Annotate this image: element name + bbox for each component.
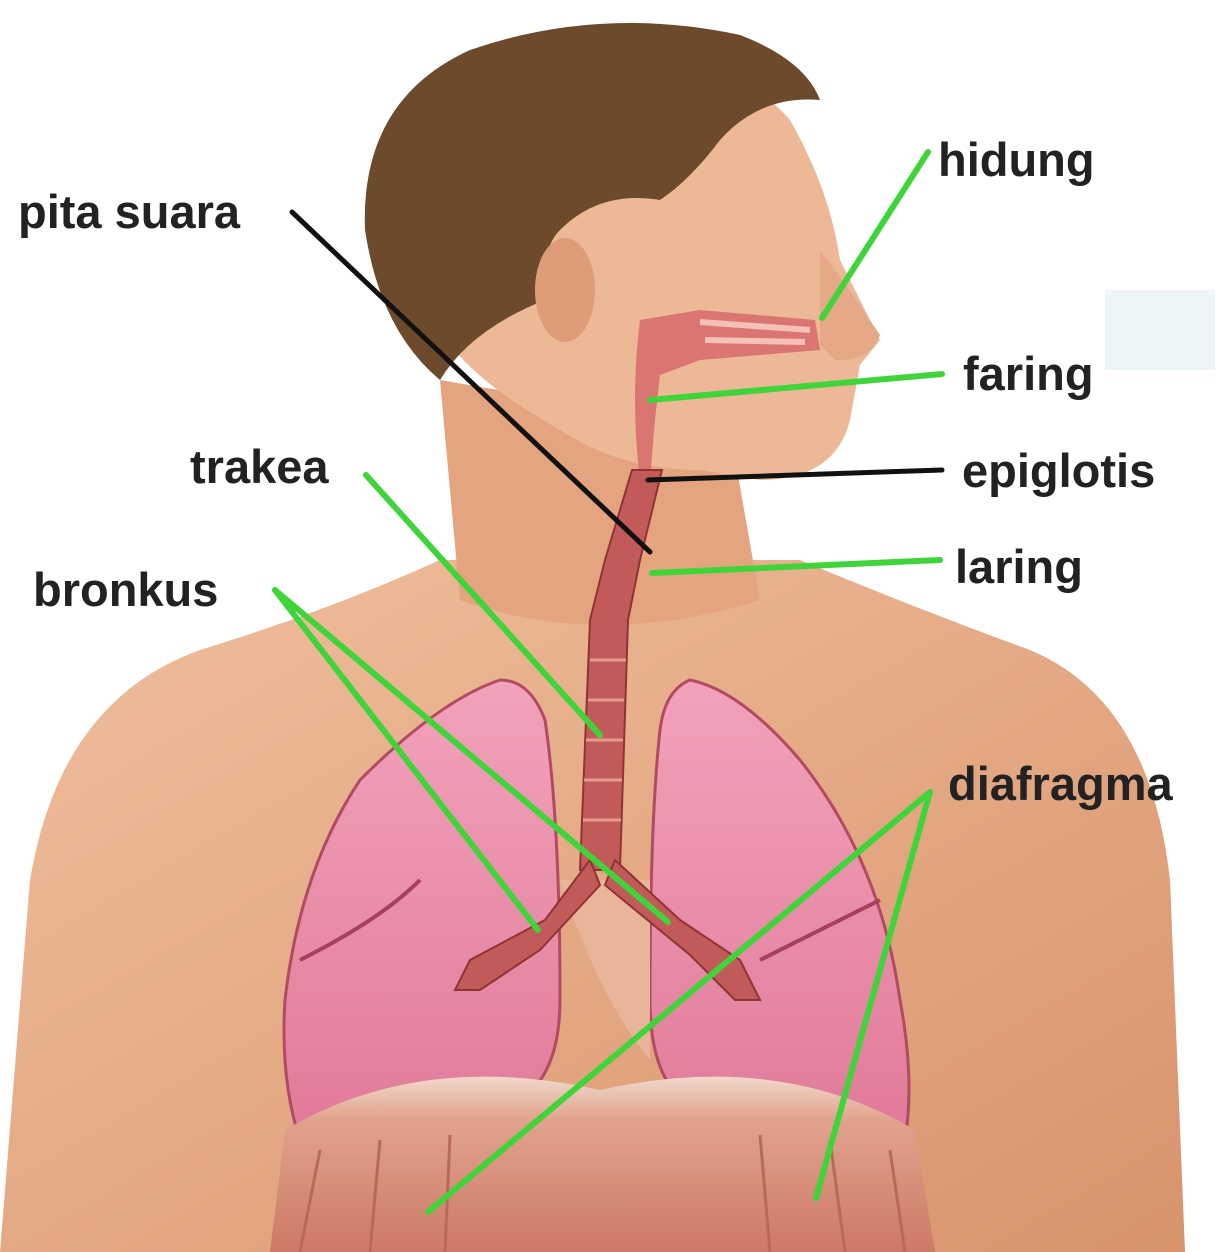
ear (535, 238, 595, 342)
label-diafragma: diafragma (948, 760, 1173, 807)
background-smudge (1105, 290, 1215, 370)
label-epiglotis: epiglotis (962, 447, 1155, 494)
leader-hidung (822, 152, 928, 318)
label-hidung: hidung (938, 136, 1095, 183)
label-trakea: trakea (190, 443, 329, 490)
label-bronkus: bronkus (33, 566, 218, 613)
label-laring: laring (955, 543, 1083, 590)
diaphragm (270, 1077, 935, 1252)
label-faring: faring (963, 350, 1094, 397)
label-pita-suara: pita suara (18, 188, 240, 235)
